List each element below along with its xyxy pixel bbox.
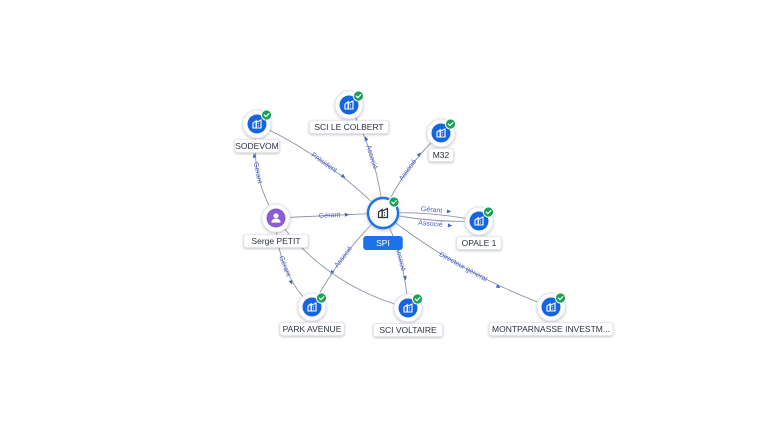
node-label-box [279,322,345,336]
verified-check-icon [388,196,400,208]
verified-check-icon [352,90,365,102]
node-label-box [428,148,454,162]
node-circle [247,114,267,134]
edge-label: Gérant [277,255,292,278]
edge-arrow-icon [364,136,369,142]
edge-label: Gérant [421,206,443,215]
graph-node-spi[interactable]: SPI [359,189,407,250]
edge [275,217,409,309]
edge-arrow-icon [340,173,346,178]
node-label: PARK AVENUE [283,324,342,334]
node-label: OPALE 1 [462,238,497,248]
graph-node-montparnasse[interactable]: MONTPARNASSE INVESTM... [488,292,614,336]
edge-arrow-icon [252,153,257,159]
person-icon [271,213,281,223]
node-label-box [372,323,443,337]
building-icon [403,303,413,313]
node-circle [339,95,359,115]
node-circle [398,298,418,318]
edge-label: Associé [418,220,443,229]
building-icon [474,216,484,226]
node-label-box [456,236,502,250]
verified-check-icon [482,206,495,218]
verified-check-icon [315,292,328,304]
building-icon [377,207,389,219]
graph-node-opale-1[interactable]: OPALE 1 [456,206,502,250]
node-label: SCI VOLTAIRE [379,325,437,335]
edge-label: Associé [334,245,354,269]
verified-check-icon [444,118,457,130]
node-label: MONTPARNASSE INVESTM... [492,324,610,334]
edge-label: Associé [364,145,378,171]
node-label-box [234,139,280,153]
graph-node-park-avenue[interactable]: PARK AVENUE [279,292,345,336]
edge-label: Gérant [319,212,341,220]
node-label: M32 [433,150,450,160]
edge-arrow-icon [447,223,453,228]
node-label-box [309,120,389,134]
building-icon [307,302,317,312]
node-circle [541,297,561,317]
graph-node-serge-petit[interactable]: Serge PETIT [243,203,309,248]
node-label: SODEVOM [235,141,278,151]
edge-label: Président [310,152,338,175]
edge-arrow-icon [446,209,452,214]
graph-node-sci-voltaire[interactable]: SCI VOLTAIRE [372,293,443,337]
node-label-pill [363,236,403,250]
node-label: SCI LE COLBERT [314,122,383,132]
verified-check-icon [554,292,567,304]
building-icon [546,302,556,312]
edge-arrow-icon [330,269,335,275]
graph-node-m32[interactable]: M32 [426,118,457,162]
graph-node-sodevom[interactable]: SODEVOM [234,109,280,153]
graph-node-sci-le-colbert[interactable]: SCI LE COLBERT [309,90,389,134]
edge-arrow-icon [344,212,350,217]
building-icon [252,119,262,129]
edge-label: Associé [398,158,418,182]
node-label: Serge PETIT [251,236,300,246]
node-circle [302,297,322,317]
node-label-box [488,322,614,336]
edge-line [275,217,409,309]
node-circle [469,211,489,231]
edge-label: Associé [394,247,407,273]
edge-label: Gérant [252,162,263,184]
building-icon [344,100,354,110]
edge-arrow-icon [402,275,407,281]
verified-check-icon [411,293,424,305]
edge-label: Directeur général [438,251,489,284]
edge-arrow-icon [495,284,501,288]
node-label-box [243,234,309,248]
edge-arrow-icon [288,279,293,285]
building-icon [436,128,446,138]
node-circle [431,123,451,143]
verified-check-icon [260,109,273,121]
node-label: SPI [376,238,390,248]
edge-arrow-icon [416,152,421,158]
